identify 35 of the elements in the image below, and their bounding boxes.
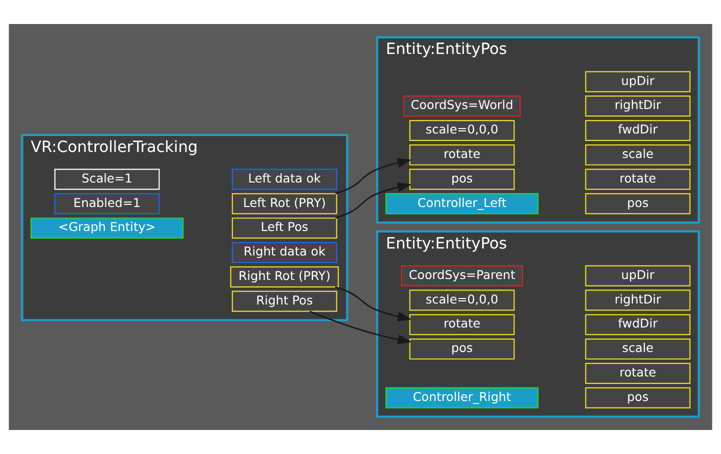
arrow: [334, 286, 412, 322]
node-box: CoordSys=World: [403, 96, 521, 117]
arrow: [309, 310, 412, 344]
node-box: Right Pos: [232, 290, 338, 312]
node-box: CoordSys=Parent: [401, 265, 523, 286]
node-box: Right Rot (PRY): [230, 266, 339, 288]
node-box: pos: [409, 338, 515, 360]
node-box: pos: [409, 168, 515, 190]
node-box: pos: [585, 193, 691, 214]
node-box: upDir: [585, 265, 691, 286]
node-box: rotate: [585, 362, 691, 384]
node-box: Left Pos: [232, 218, 338, 239]
node-box: scale=0,0,0: [409, 290, 515, 311]
node-box: Controller_Left: [385, 193, 539, 214]
node-box: pos: [585, 387, 691, 408]
node-box: rotate: [409, 314, 515, 336]
node-box: scale: [585, 338, 691, 360]
node-box: fwdDir: [585, 120, 691, 142]
node-box: Right data ok: [232, 242, 338, 264]
node-box: scale=0,0,0: [409, 120, 515, 142]
node-box: fwdDir: [585, 314, 691, 336]
node-box: rightDir: [585, 290, 691, 311]
node-box: Left data ok: [232, 168, 338, 190]
node-box: rotate: [409, 144, 515, 166]
node-box: upDir: [585, 71, 691, 92]
arrow: [335, 182, 412, 219]
node-box: scale: [585, 144, 691, 166]
node-box: Left Rot (PRY): [232, 193, 338, 214]
node-box: rotate: [585, 168, 691, 190]
node-box: Scale=1: [54, 168, 160, 190]
node-box: Controller_Right: [385, 387, 539, 408]
node-box: <Graph Entity>: [30, 218, 184, 239]
node-box: Enabled=1: [54, 193, 160, 214]
node-box: rightDir: [585, 96, 691, 117]
arrow: [335, 158, 412, 194]
